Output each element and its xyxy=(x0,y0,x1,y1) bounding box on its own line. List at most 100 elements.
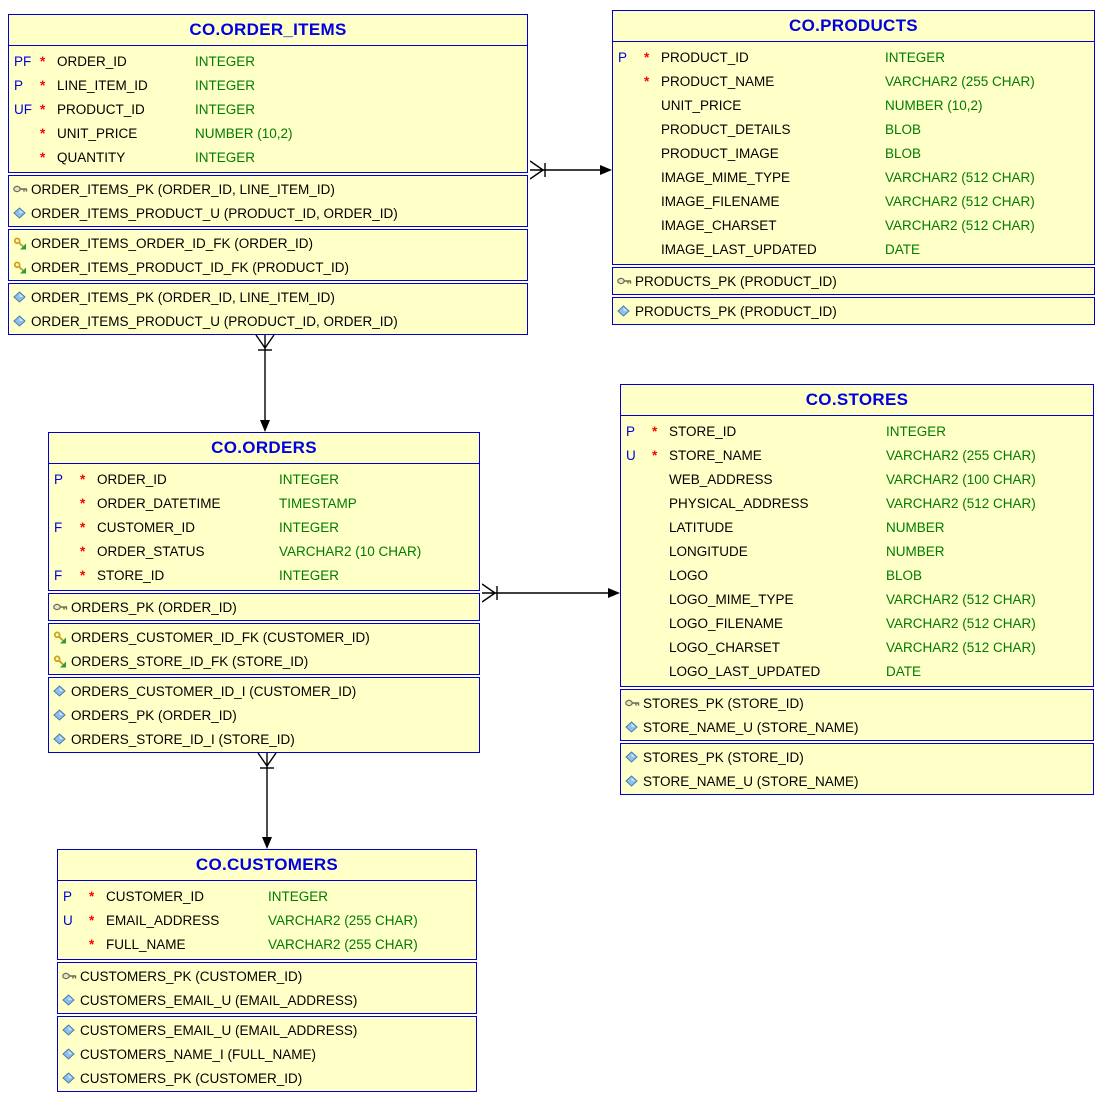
column-type: VARCHAR2 (512 CHAR) xyxy=(885,169,1035,185)
key-row[interactable]: STORE_NAME_U (STORE_NAME) xyxy=(621,715,1093,739)
columns-compartment: P * STORE_ID INTEGER U * STORE_NAME VARC… xyxy=(621,416,1093,686)
index-row[interactable]: STORE_NAME_U (STORE_NAME) xyxy=(621,769,1093,793)
keys-compartment: CUSTOMERS_PK (CUSTOMER_ID) CUSTOMERS_EMA… xyxy=(57,962,477,1014)
key-row[interactable]: PRODUCTS_PK (PRODUCT_ID) xyxy=(613,269,1094,293)
column-row[interactable]: P * ORDER_ID INTEGER xyxy=(49,467,479,491)
key-row[interactable]: STORES_PK (STORE_ID) xyxy=(621,691,1093,715)
column-row[interactable]: F * STORE_ID INTEGER xyxy=(49,563,479,587)
key-row[interactable]: ORDER_ITEMS_PRODUCT_U (PRODUCT_ID, ORDER… xyxy=(9,201,527,225)
entity-stores[interactable]: CO.STORES P * STORE_ID INTEGER U * STORE… xyxy=(620,384,1094,795)
column-type: VARCHAR2 (255 CHAR) xyxy=(268,936,418,952)
index-row[interactable]: ORDERS_CUSTOMER_ID_I (CUSTOMER_ID) xyxy=(49,679,479,703)
key-flag: U xyxy=(63,912,73,928)
required-asterisk: * xyxy=(80,495,86,511)
relationship-order-items-to-products[interactable] xyxy=(530,158,612,182)
column-row[interactable]: P * LINE_ITEM_ID INTEGER xyxy=(9,73,527,97)
column-row[interactable]: * QUANTITY INTEGER xyxy=(9,145,527,169)
column-row[interactable]: LONGITUDE NUMBER xyxy=(621,539,1093,563)
column-row[interactable]: IMAGE_LAST_UPDATED DATE xyxy=(613,237,1094,261)
index-row[interactable]: ORDERS_STORE_ID_I (STORE_ID) xyxy=(49,727,479,751)
entity-products[interactable]: CO.PRODUCTS P * PRODUCT_ID INTEGER * PRO… xyxy=(612,10,1095,325)
column-row[interactable]: LOGO_FILENAME VARCHAR2 (512 CHAR) xyxy=(621,611,1093,635)
column-row[interactable]: LATITUDE NUMBER xyxy=(621,515,1093,539)
entity-title-orders[interactable]: CO.ORDERS xyxy=(49,433,479,464)
entity-orders[interactable]: CO.ORDERS P * ORDER_ID INTEGER * ORDER_D… xyxy=(48,432,480,753)
column-row[interactable]: * ORDER_DATETIME TIMESTAMP xyxy=(49,491,479,515)
entity-customers[interactable]: CO.CUSTOMERS P * CUSTOMER_ID INTEGER U *… xyxy=(57,849,477,1092)
column-row[interactable]: P * CUSTOMER_ID INTEGER xyxy=(58,884,476,908)
columns-compartment: P * CUSTOMER_ID INTEGER U * EMAIL_ADDRES… xyxy=(58,881,476,959)
column-row[interactable]: * FULL_NAME VARCHAR2 (255 CHAR) xyxy=(58,932,476,956)
index-row[interactable]: CUSTOMERS_NAME_I (FULL_NAME) xyxy=(58,1042,476,1066)
column-row[interactable]: P * PRODUCT_ID INTEGER xyxy=(613,45,1094,69)
column-row[interactable]: P * STORE_ID INTEGER xyxy=(621,419,1093,443)
relationship-orders-to-customers[interactable] xyxy=(255,753,279,849)
column-type: VARCHAR2 (512 CHAR) xyxy=(886,591,1036,607)
key-row[interactable]: ORDER_ITEMS_PK (ORDER_ID, LINE_ITEM_ID) xyxy=(9,177,527,201)
index-row[interactable]: ORDER_ITEMS_PRODUCT_U (PRODUCT_ID, ORDER… xyxy=(9,309,527,333)
arrowhead xyxy=(608,588,620,598)
crowfoot-many-end xyxy=(257,753,277,767)
index-row[interactable]: ORDER_ITEMS_PK (ORDER_ID, LINE_ITEM_ID) xyxy=(9,285,527,309)
foreign-key-row[interactable]: ORDER_ITEMS_PRODUCT_ID_FK (PRODUCT_ID) xyxy=(9,255,527,279)
column-type: VARCHAR2 (512 CHAR) xyxy=(886,639,1036,655)
index-row[interactable]: ORDERS_PK (ORDER_ID) xyxy=(49,703,479,727)
column-name: LOGO xyxy=(669,567,709,583)
entity-title-customers[interactable]: CO.CUSTOMERS xyxy=(58,850,476,881)
column-row[interactable]: LOGO_CHARSET VARCHAR2 (512 CHAR) xyxy=(621,635,1093,659)
column-name: LOGO_MIME_TYPE xyxy=(669,591,794,607)
column-type: VARCHAR2 (512 CHAR) xyxy=(885,217,1035,233)
indexes-compartment: STORES_PK (STORE_ID) STORE_NAME_U (STORE… xyxy=(620,743,1094,795)
entity-title-order-items[interactable]: CO.ORDER_ITEMS xyxy=(9,15,527,46)
column-row[interactable]: LOGO_LAST_UPDATED DATE xyxy=(621,659,1093,683)
column-row[interactable]: IMAGE_FILENAME VARCHAR2 (512 CHAR) xyxy=(613,189,1094,213)
fk-icon xyxy=(13,260,31,274)
keys-compartment: STORES_PK (STORE_ID) STORE_NAME_U (STORE… xyxy=(620,689,1094,741)
column-row[interactable]: UF * PRODUCT_ID INTEGER xyxy=(9,97,527,121)
column-type: INTEGER xyxy=(195,53,256,69)
relationship-orders-to-stores[interactable] xyxy=(482,581,620,605)
index-row[interactable]: CUSTOMERS_PK (CUSTOMER_ID) xyxy=(58,1066,476,1090)
key-row[interactable]: CUSTOMERS_EMAIL_U (EMAIL_ADDRESS) xyxy=(58,988,476,1012)
column-type: INTEGER xyxy=(195,77,256,93)
index-text: STORE_NAME_U (STORE_NAME) xyxy=(643,773,859,789)
index-row[interactable]: CUSTOMERS_EMAIL_U (EMAIL_ADDRESS) xyxy=(58,1018,476,1042)
index-row[interactable]: PRODUCTS_PK (PRODUCT_ID) xyxy=(613,299,1094,323)
column-type: VARCHAR2 (255 CHAR) xyxy=(885,73,1035,89)
column-row[interactable]: PRODUCT_DETAILS BLOB xyxy=(613,117,1094,141)
index-row[interactable]: STORES_PK (STORE_ID) xyxy=(621,745,1093,769)
required-asterisk: * xyxy=(40,101,46,117)
column-row[interactable]: UNIT_PRICE NUMBER (10,2) xyxy=(613,93,1094,117)
column-name: LONGITUDE xyxy=(669,543,748,559)
indexes-compartment: PRODUCTS_PK (PRODUCT_ID) xyxy=(612,297,1095,325)
column-row[interactable]: U * EMAIL_ADDRESS VARCHAR2 (255 CHAR) xyxy=(58,908,476,932)
column-type: VARCHAR2 (255 CHAR) xyxy=(886,447,1036,463)
column-row[interactable]: LOGO BLOB xyxy=(621,563,1093,587)
relationship-order-items-to-orders[interactable] xyxy=(253,335,277,432)
column-row[interactable]: PF * ORDER_ID INTEGER xyxy=(9,49,527,73)
key-row[interactable]: CUSTOMERS_PK (CUSTOMER_ID) xyxy=(58,964,476,988)
column-row[interactable]: IMAGE_MIME_TYPE VARCHAR2 (512 CHAR) xyxy=(613,165,1094,189)
entity-title-stores[interactable]: CO.STORES xyxy=(621,385,1093,416)
entity-order-items[interactable]: CO.ORDER_ITEMS PF * ORDER_ID INTEGER P *… xyxy=(8,14,528,335)
foreign-key-row[interactable]: ORDERS_CUSTOMER_ID_FK (CUSTOMER_ID) xyxy=(49,625,479,649)
entity-title-products[interactable]: CO.PRODUCTS xyxy=(613,11,1094,42)
column-name: PRODUCT_ID xyxy=(57,101,145,117)
column-row[interactable]: U * STORE_NAME VARCHAR2 (255 CHAR) xyxy=(621,443,1093,467)
foreign-key-row[interactable]: ORDERS_STORE_ID_FK (STORE_ID) xyxy=(49,649,479,673)
column-row[interactable]: PRODUCT_IMAGE BLOB xyxy=(613,141,1094,165)
column-name: QUANTITY xyxy=(57,149,126,165)
column-row[interactable]: * ORDER_STATUS VARCHAR2 (10 CHAR) xyxy=(49,539,479,563)
key-row[interactable]: ORDERS_PK (ORDER_ID) xyxy=(49,595,479,619)
column-row[interactable]: * UNIT_PRICE NUMBER (10,2) xyxy=(9,121,527,145)
column-row[interactable]: * PRODUCT_NAME VARCHAR2 (255 CHAR) xyxy=(613,69,1094,93)
key-flag: UF xyxy=(14,101,32,117)
column-row[interactable]: IMAGE_CHARSET VARCHAR2 (512 CHAR) xyxy=(613,213,1094,237)
columns-compartment: P * PRODUCT_ID INTEGER * PRODUCT_NAME VA… xyxy=(613,42,1094,264)
pk-icon xyxy=(53,601,71,613)
column-row[interactable]: LOGO_MIME_TYPE VARCHAR2 (512 CHAR) xyxy=(621,587,1093,611)
column-row[interactable]: WEB_ADDRESS VARCHAR2 (100 CHAR) xyxy=(621,467,1093,491)
foreign-key-row[interactable]: ORDER_ITEMS_ORDER_ID_FK (ORDER_ID) xyxy=(9,231,527,255)
column-row[interactable]: PHYSICAL_ADDRESS VARCHAR2 (512 CHAR) xyxy=(621,491,1093,515)
column-row[interactable]: F * CUSTOMER_ID INTEGER xyxy=(49,515,479,539)
